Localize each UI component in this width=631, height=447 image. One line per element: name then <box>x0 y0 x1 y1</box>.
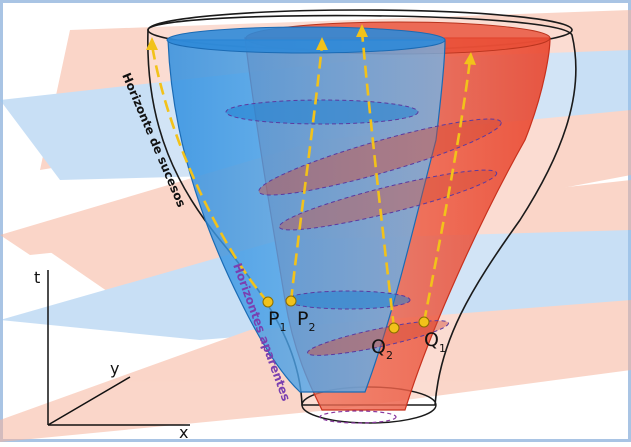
blue-internal-slice <box>225 99 419 125</box>
arrowhead-icon <box>356 24 368 37</box>
point-q2-label: Q2 <box>371 336 393 362</box>
arrowhead-icon <box>316 37 328 50</box>
red-internal-slice <box>307 320 449 356</box>
worldline-q1 <box>422 59 472 323</box>
worldlines <box>150 31 472 329</box>
arrowhead-icon <box>464 52 476 65</box>
worldline-p1 <box>150 44 269 303</box>
point-q1-dot <box>418 316 430 328</box>
point-p1-label: P1 <box>268 308 286 334</box>
point-q1-label: Q1 <box>424 329 446 355</box>
worldline-p2 <box>289 44 324 302</box>
y-axis-label: y <box>110 359 119 378</box>
point-p2-dot <box>285 295 297 307</box>
red-internal-slice <box>278 169 498 231</box>
red-internal-slice <box>258 118 502 196</box>
y-axis <box>47 376 131 426</box>
point-p1-dot <box>262 296 274 308</box>
worldline-q2 <box>360 31 396 329</box>
axes: t x y <box>34 268 190 442</box>
blue-horizon-top <box>166 26 446 54</box>
worldline-arrowheads <box>146 24 476 65</box>
t-axis-label: t <box>34 268 40 287</box>
arrowhead-icon <box>146 37 158 50</box>
x-axis-label: x <box>179 423 188 442</box>
point-q2-dot <box>388 322 400 334</box>
bottom-dashed-rim <box>319 410 397 424</box>
point-p2-label: P2 <box>297 308 315 334</box>
